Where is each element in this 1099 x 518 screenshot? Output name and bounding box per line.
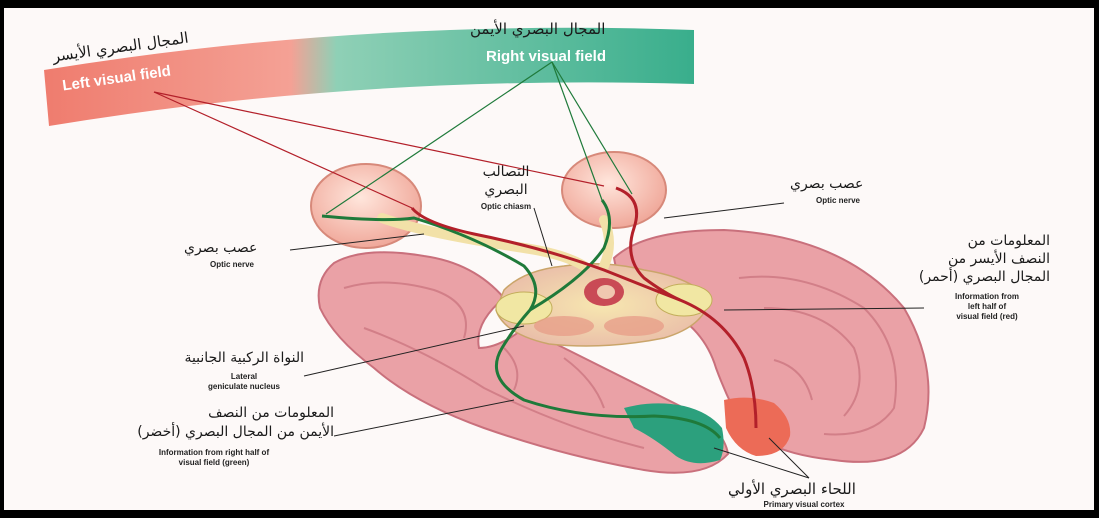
info-right-english-line-2: visual field (green) bbox=[114, 458, 314, 467]
optic-nerve-left-english: Optic nerve bbox=[192, 260, 272, 269]
optic-nerve-right-english: Optic nerve bbox=[798, 196, 878, 205]
cortex-english-label: Primary visual cortex bbox=[734, 500, 874, 509]
left-eye bbox=[311, 164, 421, 248]
chiasm-arabic-line-1: التصالب bbox=[466, 164, 546, 180]
right-field-arabic-label: المجال البصري الأيمن bbox=[470, 20, 605, 38]
info-left-english-line-3: visual field (red) bbox=[932, 312, 1042, 321]
right-field-english-label: Right visual field bbox=[486, 48, 606, 65]
leader-chiasm bbox=[534, 208, 552, 266]
info-left-english-line-1: Information from bbox=[932, 292, 1042, 301]
optic-nerve-left-arabic: عصب بصري bbox=[184, 240, 257, 256]
figure-frame: المجال البصري الأيسر Left visual field ا… bbox=[4, 8, 1094, 510]
info-left-english-line-2: left half of bbox=[932, 302, 1042, 311]
info-left-arabic-line-1: المعلومات من bbox=[864, 233, 1050, 249]
chiasm-arabic-line-2: البصري bbox=[466, 182, 546, 198]
lgn-english-line-2: geniculate nucleus bbox=[184, 382, 304, 391]
left-field-ray-2 bbox=[154, 92, 412, 208]
info-right-arabic-line-1: المعلومات من النصف bbox=[104, 405, 334, 421]
lgn-arabic-label: النواة الركبية الجانبية bbox=[114, 350, 304, 366]
chiasm-english-label: Optic chiasm bbox=[466, 202, 546, 211]
info-left-arabic-line-3: المجال البصري (أحمر) bbox=[864, 269, 1050, 285]
info-right-english-line-1: Information from right half of bbox=[114, 448, 314, 457]
optic-nerve-right-arabic: عصب بصري bbox=[790, 176, 863, 192]
leader-optic-nerve-right bbox=[664, 203, 784, 218]
lgn-english-line-1: Lateral bbox=[184, 372, 304, 381]
info-left-arabic-line-2: النصف الأيسر من bbox=[864, 251, 1050, 267]
info-right-arabic-line-2: الأيمن من المجال البصري (أخضر) bbox=[64, 424, 334, 440]
cortex-arabic-label: اللحاء البصري الأولي bbox=[728, 480, 856, 498]
